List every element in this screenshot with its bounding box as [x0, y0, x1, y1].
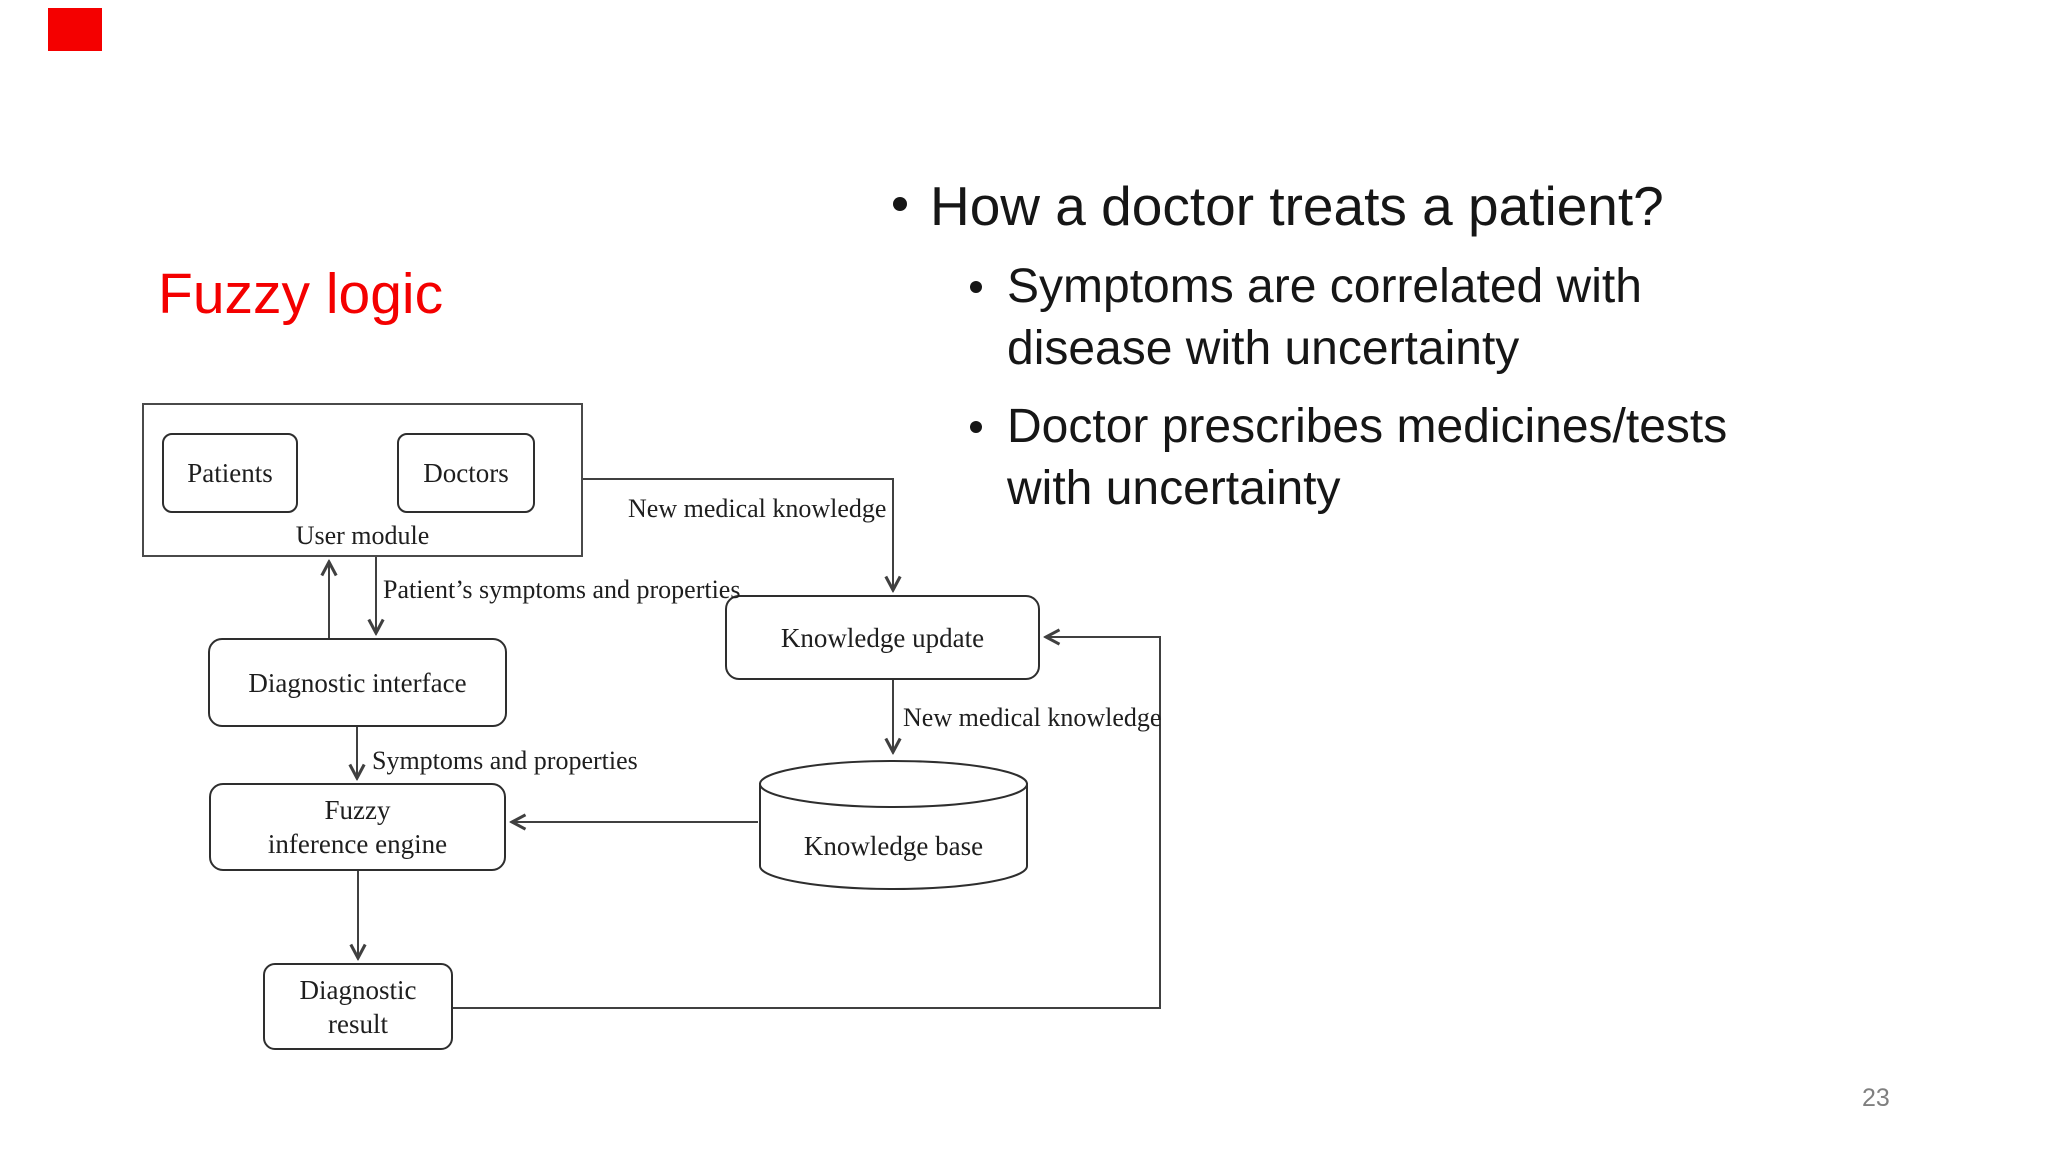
bullet-dot — [893, 197, 907, 211]
bullet-sub-1-text: Symptoms are correlated with disease wit… — [1007, 260, 1642, 375]
bullet-main: How a doctor treats a patient? — [893, 173, 1664, 239]
corner-accent-square — [48, 8, 102, 51]
diagnostic-result-box: Diagnostic result — [263, 963, 453, 1050]
arrow-dr-to-ku — [453, 637, 1161, 1009]
fuzzy-inference-engine-box: Fuzzy inference engine — [209, 783, 506, 871]
slide-title: Fuzzy logic — [158, 262, 444, 326]
bullet-sub-1: Symptoms are correlated with disease wit… — [970, 256, 1642, 380]
user-module-label: User module — [295, 521, 430, 550]
label-patient-symptoms: Patient’s symptoms and properties — [383, 575, 741, 604]
knowledge-base-label: Knowledge base — [803, 831, 984, 861]
bullet-sub-2: Doctor prescribes medicines/tests with u… — [970, 396, 1727, 520]
label-symptoms-properties: Symptoms and properties — [372, 746, 638, 775]
diagnostic-interface-box: Diagnostic interface — [208, 638, 507, 727]
doctors-box: Doctors — [397, 433, 535, 513]
knowledge-update-box: Knowledge update — [725, 595, 1040, 680]
patients-box: Patients — [162, 433, 298, 513]
bullet-dot — [970, 281, 982, 293]
bullet-sub-2-text: Doctor prescribes medicines/tests with u… — [1007, 400, 1728, 515]
label-new-medical-knowledge-top: New medical knowledge — [628, 494, 887, 523]
label-new-medical-knowledge-bottom: New medical knowledge — [903, 703, 1162, 732]
bullet-main-text: How a doctor treats a patient? — [930, 175, 1664, 237]
bullet-dot — [970, 421, 982, 433]
knowledge-base-cylinder — [759, 760, 1028, 890]
page-number: 23 — [1862, 1084, 1890, 1112]
